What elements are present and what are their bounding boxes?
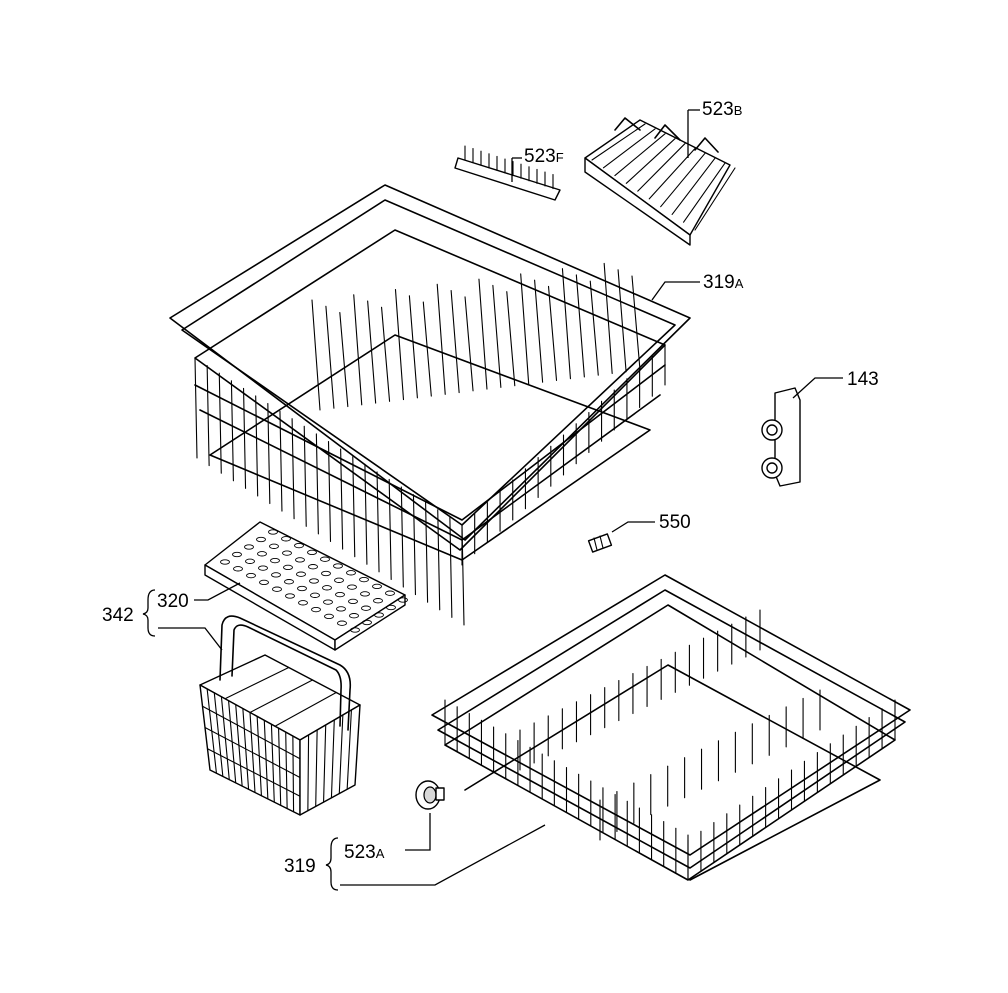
- leader-lines: [142, 109, 843, 891]
- label-319a: 319A: [703, 272, 744, 293]
- label-523f: 523F: [524, 146, 564, 167]
- part-523a-wheel: [415, 780, 445, 810]
- part-550-pin: [587, 533, 613, 553]
- part-143-rail-clip: [761, 387, 801, 487]
- label-319: 319: [284, 856, 316, 877]
- label-523a: 523A: [344, 842, 385, 863]
- part-320-lid: [204, 521, 408, 651]
- part-523b-shelf: [584, 117, 736, 246]
- part-342-cutlery-basket: [199, 615, 361, 816]
- callout-labels: 523F 523B 319A 143 550 320 342 523A 319: [102, 99, 879, 877]
- label-342: 342: [102, 605, 134, 626]
- lower-basket: [431, 574, 911, 881]
- label-523b: 523B: [702, 99, 742, 120]
- part-523f-strip: [454, 145, 561, 201]
- label-143: 143: [847, 369, 879, 390]
- label-320: 320: [157, 591, 189, 612]
- label-550: 550: [659, 512, 691, 533]
- upper-basket: [169, 184, 691, 626]
